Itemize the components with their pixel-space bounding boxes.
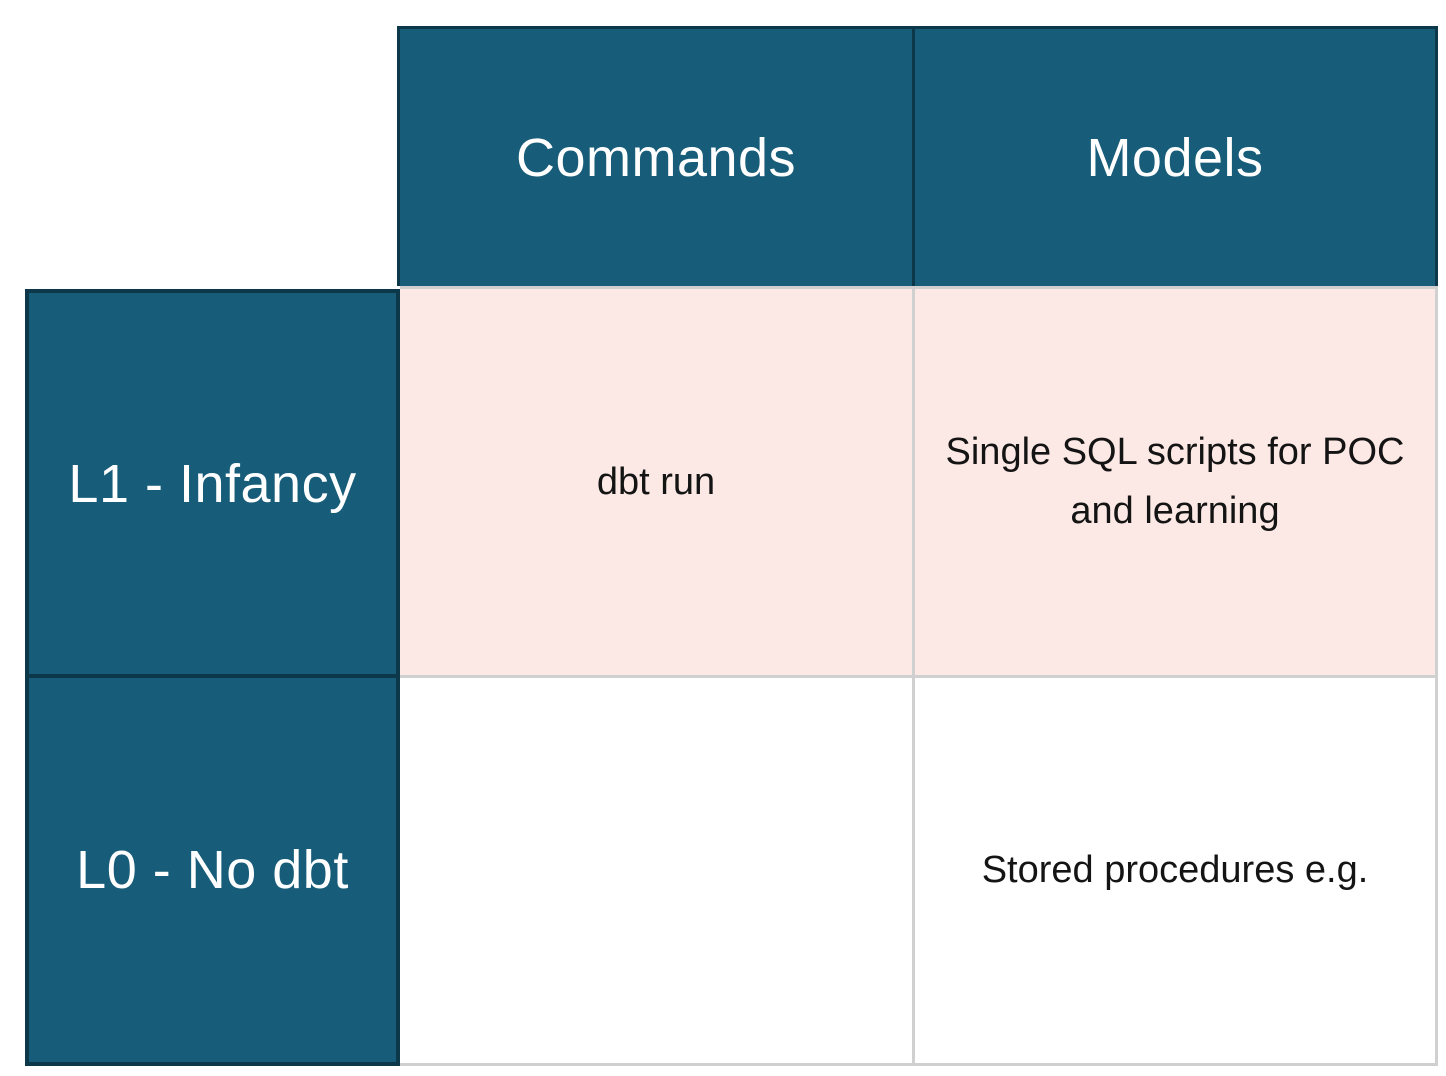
row-header-l0-label: L0 - No dbt (76, 840, 349, 900)
gridline-table-right (1435, 286, 1438, 1066)
column-header-models: Models (915, 26, 1438, 286)
row-header-l0-no-dbt: L0 - No dbt (25, 678, 400, 1066)
cell-l0-models-text: Stored procedures e.g. (981, 849, 1369, 892)
cell-l1-models-text: Single SQL scripts for POC and learning (945, 431, 1405, 532)
cell-l0-models: Stored procedures e.g. (915, 678, 1435, 1063)
gridline-column-divider (912, 286, 915, 1066)
cell-l0-commands (400, 678, 912, 1063)
column-header-commands: Commands (397, 26, 915, 286)
column-header-models-label: Models (1086, 127, 1264, 188)
cell-l1-models: Single SQL scripts for POC and learning (915, 289, 1435, 675)
cell-l1-commands: dbt run (400, 289, 912, 675)
row-header-l1-infancy: L1 - Infancy (25, 289, 400, 678)
column-header-commands-label: Commands (515, 127, 797, 188)
cell-l1-commands-text: dbt run (596, 460, 716, 503)
gridline-header-bottom (400, 286, 1438, 289)
gridline-row-divider (400, 675, 1438, 678)
row-header-l1-label: L1 - Infancy (68, 453, 357, 514)
gridline-table-bottom (400, 1063, 1438, 1066)
